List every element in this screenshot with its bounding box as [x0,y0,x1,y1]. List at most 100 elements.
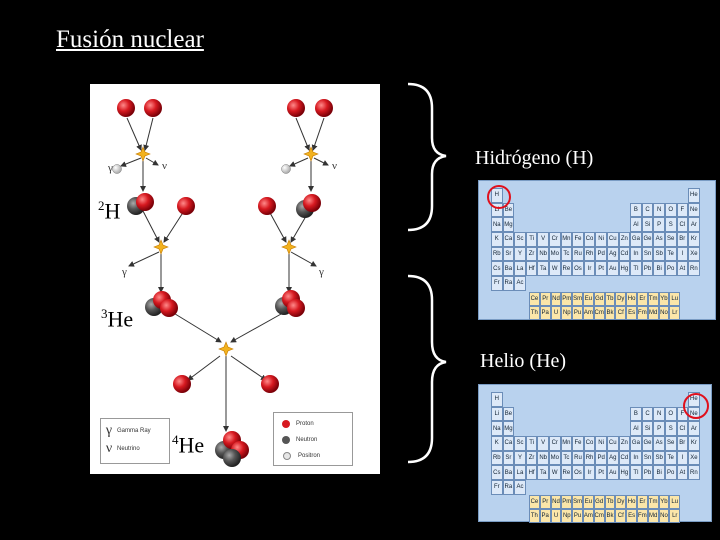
pt-cell-f: Es [626,509,637,523]
pt-cell: Zn [618,232,631,247]
pt-cell: Mo [548,246,561,262]
pt-cell: Pb [641,261,654,277]
pt-cell [595,407,607,422]
pt-cell: W [548,465,561,481]
pt-cell [607,276,619,291]
pt-cell: La [514,261,526,277]
pt-cell [653,392,665,407]
pt-cell: S [664,217,677,233]
pt-cell [526,188,538,203]
pt-cell: W [548,261,561,277]
pt-cell-f: Fm [636,306,648,320]
pt-cell: P [653,217,665,233]
proton-legend-icon [282,420,290,428]
pt-cell: Br [676,232,689,247]
pt-cell: N [653,202,665,218]
helium4-symbol: He [178,432,205,458]
pt-cell [688,276,700,291]
pt-cell: O [664,202,677,218]
pt-cell [549,392,561,407]
pt-cell-f: Pm [561,292,573,306]
pt-cell: Rh [583,450,596,466]
neutrino-symbol-2: ν [332,160,337,172]
pt-cell: In [630,246,642,262]
pt-cell [561,276,573,291]
pt-cell-f: Md [647,306,659,320]
pt-cell: Ga [630,232,642,247]
pt-cell [561,407,573,422]
pt-cell: B [630,406,642,422]
pt-cell-f: Pu [572,509,583,523]
pt-cell-f: No [658,509,670,523]
pt-cell: Te [664,450,677,466]
pt-cell [503,392,515,407]
pt-cell: F [676,202,689,218]
pt-cell-f: Pu [572,306,583,320]
pt-cell: Be [502,406,515,422]
pt-cell: O [664,406,677,422]
pt-cell-f: Er [636,292,648,306]
pt-cell: Tc [560,450,573,466]
pt-cell-f: Tb [604,292,616,306]
pt-cell [526,480,538,495]
pt-cell [572,407,584,422]
pt-cell [607,421,619,436]
pt-cell [607,407,619,422]
pt-cell-f: Yb [658,292,670,306]
neutrino-symbol-1: ν [162,160,167,172]
pt-cell: Fe [572,232,584,247]
pt-cell [549,203,561,218]
pt-cell [526,276,538,291]
pt-cell [630,188,642,203]
pt-cell-f: Ce [529,495,540,509]
pt-cell: Cd [618,450,631,466]
pt-cell-f: Sm [572,495,583,509]
pt-cell: P [653,421,665,437]
pt-cell: Ta [537,261,549,277]
pt-cell: Mo [548,450,561,466]
pt-cell: Ge [641,436,654,451]
pt-cell [572,217,584,232]
pt-cell-f: Lr [669,509,681,523]
pt-cell [549,217,561,232]
pt-cell [584,217,596,232]
pt-cell [584,392,596,407]
gamma-legend-icon: γ [105,423,113,438]
pt-cell: Xe [688,246,700,262]
pt-cell-f: Tb [604,495,616,509]
pt-cell-f: Tm [647,292,659,306]
pt-cell: B [630,202,642,218]
pt-cell: Pd [595,450,607,466]
pt-cell-f: Md [647,509,659,523]
pt-cell [584,276,596,291]
pt-cell: K [491,232,503,247]
pt-cell [584,407,596,422]
pt-cell [665,188,677,203]
pt-cell: V [537,232,549,247]
legend-neutron-label: Neutron [296,437,318,443]
pt-cell-f: Pr [539,292,551,306]
deuterium-symbol: H [104,198,121,224]
pt-cell: Ra [502,480,515,495]
label-helium: Helio (He) [480,350,567,372]
pt-cell: Po [664,465,677,481]
pt-cell [572,421,584,436]
pt-cell-f: Cf [615,509,627,523]
highlight-hydrogen [487,185,511,209]
pt-cell: He [688,188,700,203]
pt-cell [561,188,573,203]
pt-cell: Mg [502,421,515,437]
pt-cell [537,392,549,407]
legend-neutrino-label: Neutrino [117,446,140,452]
pt-cell [665,392,677,407]
pt-cell [677,188,689,203]
pt-cell [514,188,526,203]
pt-cell-f [680,495,691,509]
pt-cell [537,217,549,232]
pt-cell [607,188,619,203]
pt-cell: Te [664,246,677,262]
pt-cell [514,392,526,407]
pt-cell-f: Th [529,509,540,523]
